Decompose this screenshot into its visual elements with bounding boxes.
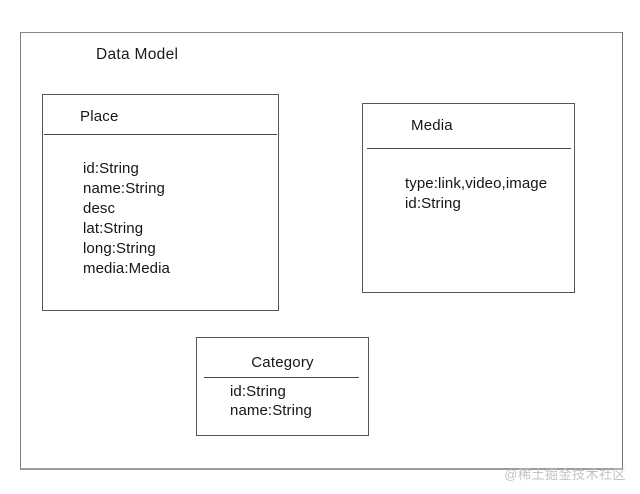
diagram-frame: Data Model Place id:String name:String d… [20, 32, 623, 470]
field-place-id: id:String [83, 160, 139, 177]
field-category-name: name:String [230, 402, 312, 419]
entity-place-title: Place [80, 108, 119, 125]
field-place-media: media:Media [83, 260, 170, 277]
entity-category-separator [204, 377, 359, 378]
field-place-lat: lat:String [83, 220, 144, 237]
field-place-desc: desc [83, 200, 116, 217]
entity-category: Category id:String name:String [196, 337, 369, 436]
field-media-id: id:String [405, 195, 461, 212]
entity-category-fields: id:String name:String [230, 382, 312, 420]
field-media-type: type:link,video,image [405, 175, 548, 192]
entity-media-separator [367, 148, 571, 149]
entity-place: Place id:String name:String desc lat:Str… [42, 94, 279, 311]
entity-media-fields: type:link,video,image id:String [405, 174, 547, 214]
field-category-id: id:String [230, 383, 286, 400]
field-place-long: long:String [83, 240, 156, 257]
entity-media: Media type:link,video,image id:String [362, 103, 575, 293]
watermark: @稀土掘金技术社区 [504, 467, 626, 482]
entity-category-title: Category [251, 354, 314, 371]
diagram-title: Data Model [96, 46, 179, 63]
entity-place-fields: id:String name:String desc lat:String lo… [83, 159, 170, 279]
entity-place-separator [44, 134, 277, 135]
entity-media-title: Media [411, 117, 453, 134]
field-place-name: name:String [83, 180, 165, 197]
